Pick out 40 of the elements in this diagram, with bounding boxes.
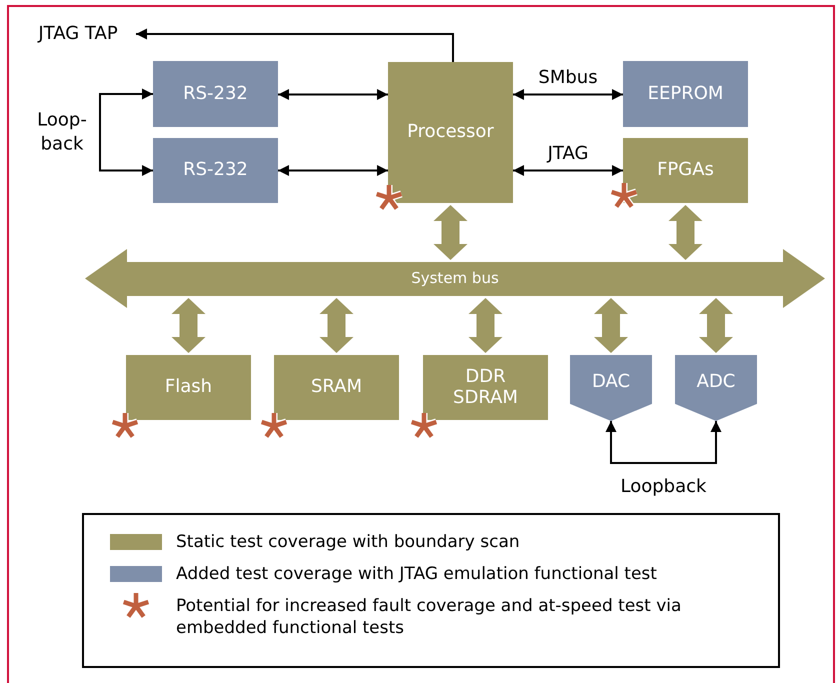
legend-text: Added test coverage with JTAG emulation functional test — [176, 563, 658, 586]
connector-arrow — [136, 28, 454, 62]
connector-arrow — [278, 89, 388, 100]
component-label: FPGAs — [657, 160, 714, 181]
connector-arrow — [606, 421, 722, 464]
component-label: ADC — [696, 372, 736, 392]
bus-connector-arrow — [668, 205, 702, 260]
component-label: System bus — [411, 269, 499, 288]
component-box — [153, 61, 278, 127]
component-label: SRAM — [310, 377, 362, 398]
component-box — [388, 62, 513, 203]
component-box — [153, 138, 278, 203]
component-label: EEPROM — [648, 84, 724, 104]
converter-pentagon — [675, 355, 757, 421]
bus-arrow — [85, 249, 825, 308]
bus-connector-arrow — [320, 298, 354, 353]
component-label: RS-232 — [183, 160, 248, 181]
bus-connector-arrow — [594, 298, 628, 353]
converter-pentagon — [570, 355, 652, 421]
bus-connector-arrow — [699, 298, 733, 353]
component-label: DAC — [592, 372, 630, 392]
legend-text: Static test coverage with boundary scan — [176, 531, 521, 554]
port-label: JTAG TAP — [38, 22, 118, 46]
bus-connector-arrow — [468, 298, 502, 353]
connector-arrow — [513, 89, 623, 100]
bus-connector-arrow — [172, 298, 206, 353]
component-label: Flash — [164, 377, 212, 398]
component-box — [274, 355, 399, 420]
connector-arrow — [99, 88, 153, 176]
component-box — [623, 138, 748, 203]
component-label: DDR SDRAM — [452, 366, 519, 408]
connector-arrow — [513, 165, 623, 176]
legend-text: Potential for increased fault coverage and at-speed test via embedded functional tests — [176, 595, 682, 640]
bus-connector-arrow — [434, 205, 468, 260]
component-box — [623, 61, 748, 127]
component-label: RS-232 — [183, 84, 248, 104]
component-box — [423, 355, 548, 420]
component-box — [126, 355, 251, 420]
component-label: Processor — [407, 122, 494, 143]
connector-arrow — [278, 165, 388, 176]
